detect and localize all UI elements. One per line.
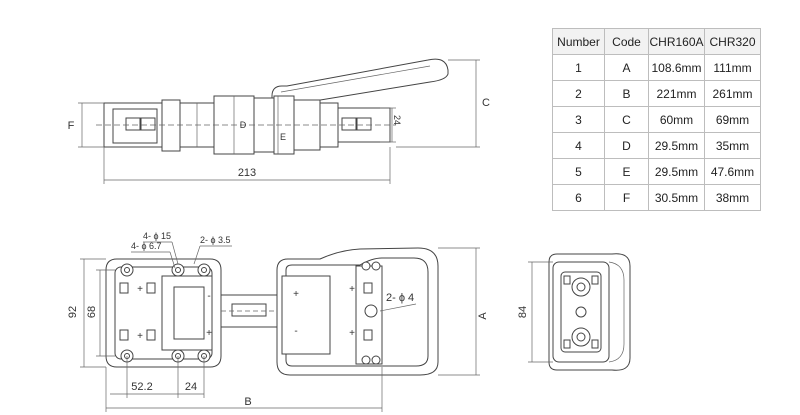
minus-sign: -	[207, 291, 210, 302]
top-view: F D E 24 C 213	[68, 58, 490, 184]
cell-chr320: 38mm	[704, 184, 761, 211]
dim-24-top: 24	[392, 115, 402, 125]
cell-chr320: 261mm	[704, 80, 761, 107]
cell-number: 4	[552, 132, 605, 159]
table-row: 5 E 29.5mm 47.6mm	[552, 158, 761, 185]
label-e: E	[280, 132, 286, 142]
cell-number: 2	[552, 80, 605, 107]
header-number: Number	[552, 28, 605, 55]
hole-callout-4-6-7: 4- ϕ 6.7	[131, 241, 162, 251]
cell-chr160a: 30.5mm	[648, 184, 705, 211]
cell-chr160a: 221mm	[648, 80, 705, 107]
label-b: B	[244, 396, 251, 408]
table-row: 4 D 29.5mm 35mm	[552, 132, 761, 159]
hole-callout-4-15: 4- ϕ 15	[143, 231, 171, 241]
header-chr160a: CHR160A	[648, 28, 705, 55]
cell-chr320: 69mm	[704, 106, 761, 133]
plus-sign: +	[349, 328, 355, 339]
plus-sign: +	[293, 289, 299, 300]
cell-chr320: 47.6mm	[704, 158, 761, 185]
plus-sign: +	[206, 328, 212, 339]
label-d: D	[240, 120, 247, 130]
table-row: 3 C 60mm 69mm	[552, 106, 761, 133]
cell-code: F	[604, 184, 649, 211]
dim-92: 92	[67, 306, 79, 318]
hole-callout-2-4: 2- ϕ 4	[386, 292, 414, 304]
label-a: A	[477, 312, 489, 320]
dim-24-front: 24	[185, 381, 197, 393]
header-chr320: CHR320	[704, 28, 761, 55]
table-header-row: Number Code CHR160A CHR320	[552, 28, 761, 55]
spec-table: Number Code CHR160A CHR320 1 A 108.6mm 1…	[552, 28, 761, 211]
label-c: C	[482, 97, 490, 109]
minus-sign: -	[294, 326, 297, 337]
cell-code: D	[604, 132, 649, 159]
table-row: 1 A 108.6mm 111mm	[552, 54, 761, 81]
cell-code: B	[604, 80, 649, 107]
plus-sign: +	[137, 331, 143, 342]
table-row: 2 B 221mm 261mm	[552, 80, 761, 107]
side-view: 84	[517, 253, 631, 371]
cell-code: A	[604, 54, 649, 81]
plus-sign: +	[137, 284, 143, 295]
table-row: 6 F 30.5mm 38mm	[552, 184, 761, 211]
front-view: + + - + + - + + 4- ϕ 15 4- ϕ 6.7 2- ϕ 3.…	[67, 231, 489, 412]
cell-chr160a: 29.5mm	[648, 132, 705, 159]
cell-code: C	[604, 106, 649, 133]
dim-52-2: 52.2	[131, 381, 152, 393]
plus-sign: +	[349, 284, 355, 295]
cell-code: E	[604, 158, 649, 185]
cell-chr160a: 29.5mm	[648, 158, 705, 185]
cell-number: 1	[552, 54, 605, 81]
cell-chr160a: 60mm	[648, 106, 705, 133]
dim-68: 68	[86, 306, 98, 318]
cell-chr320: 111mm	[704, 54, 761, 81]
cell-number: 6	[552, 184, 605, 211]
cell-number: 3	[552, 106, 605, 133]
cell-number: 5	[552, 158, 605, 185]
hole-callout-2-3-5: 2- ϕ 3.5	[200, 235, 231, 245]
label-f: F	[68, 120, 75, 132]
cell-chr320: 35mm	[704, 132, 761, 159]
dim-213: 213	[238, 167, 256, 179]
cell-chr160a: 108.6mm	[648, 54, 705, 81]
header-code: Code	[604, 28, 649, 55]
dim-84: 84	[517, 306, 529, 318]
